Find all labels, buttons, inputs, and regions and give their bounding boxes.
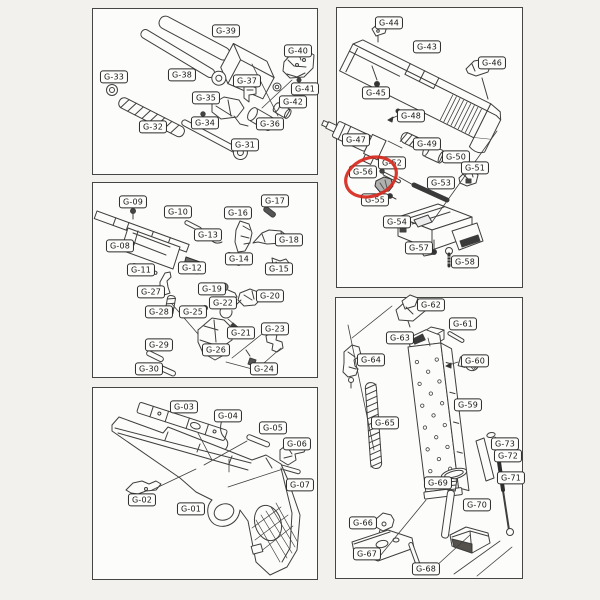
- sketch-pin-g29: [146, 350, 164, 363]
- sketch-part-g51: [458, 169, 479, 187]
- sketch-part-g24: [245, 349, 257, 367]
- sketch-housing-g26: [197, 317, 233, 361]
- sketch-part-g12: [182, 256, 201, 275]
- sketch-pin-g05: [246, 434, 270, 448]
- sketch-recoil-spring-g32: [118, 97, 185, 138]
- sketch-pin-g61: [447, 331, 465, 343]
- sketch-spring-g28: [164, 294, 177, 317]
- sketch-bushing-g33: [106, 84, 118, 96]
- sketch-front-sight-g44: [371, 22, 388, 43]
- axis-lines-panel1: [251, 63, 293, 117]
- sketch-screw-g55: [380, 193, 397, 200]
- sketch-outlet-valve-g70: [441, 477, 491, 554]
- sketch-part-g56: [374, 176, 394, 193]
- axis-lines-panel5: [347, 305, 513, 577]
- sketch-cylinder-g36: [247, 107, 276, 131]
- sketch-screws-g34: [200, 111, 214, 129]
- sketch-base-plate-g67: [351, 529, 415, 562]
- sketch-trigger-bar-g18: [252, 229, 302, 245]
- sketch-rail-plate-g08: [93, 210, 190, 270]
- sketch-frame-g01: [111, 416, 301, 576]
- sketch-cylinder-g50: [422, 143, 446, 164]
- sketch-hammer-g27: [159, 271, 172, 296]
- sketch-knocker-g66: [375, 512, 395, 540]
- sketch-sear-g16: [234, 213, 253, 253]
- sketch-screw-g25: [202, 305, 208, 317]
- sketch-lock-plate-g03: [136, 402, 228, 441]
- sketch-pins-g11: [131, 263, 158, 275]
- sketch-blowback-housing-g54: [397, 203, 484, 257]
- sketch-screw-g09: [130, 208, 136, 220]
- sketch-pin-g68: [408, 542, 426, 574]
- sketch-ring-g73: [475, 431, 500, 482]
- sketch-mag-spring-g65: [364, 382, 383, 469]
- sketch-part-g15: [271, 257, 290, 268]
- sketch-follower-g62: [395, 294, 426, 328]
- sketch-inner-barrel-g38: [140, 28, 227, 86]
- sketch-extractor-g37: [243, 84, 257, 103]
- sketch-magazine-g59: [407, 329, 470, 500]
- sketch-pin-g10: [184, 220, 202, 232]
- sketch-valve-lock-g64: [342, 344, 362, 389]
- sketch-pin-g30: [156, 364, 176, 377]
- sketch-spring-wire-g13: [197, 236, 223, 244]
- axis-lines-panel3: [151, 432, 284, 491]
- sketch-nozzle-g47: [321, 120, 387, 165]
- axis-lines-panel2: [171, 303, 282, 371]
- sketch-screw-g48: [387, 108, 405, 123]
- axis-lines-panel4: [387, 130, 498, 223]
- sketch-chamber-g35: [211, 96, 249, 127]
- sketch-slide-stop-g06: [279, 440, 308, 466]
- sketch-slide-lock-g02: [125, 480, 162, 495]
- sketch-screw-g58: [445, 247, 453, 268]
- sketch-ring-g22: [219, 305, 233, 319]
- sketch-spring-rod-g53: [398, 176, 450, 203]
- sketch-pin-g41: [272, 77, 302, 92]
- sketch-pin-g17: [263, 206, 276, 218]
- sketch-spring-g49: [399, 132, 422, 149]
- sketch-housing-g40: [282, 49, 315, 79]
- sketch-part-g14: [224, 252, 243, 266]
- sketch-part-g19: [219, 282, 238, 299]
- sketch-part-g20: [235, 288, 262, 307]
- sketch-outer-barrel-g39: [158, 15, 275, 100]
- sketch-slide-g43: [339, 39, 502, 154]
- sketch-rod-g71: [496, 450, 514, 536]
